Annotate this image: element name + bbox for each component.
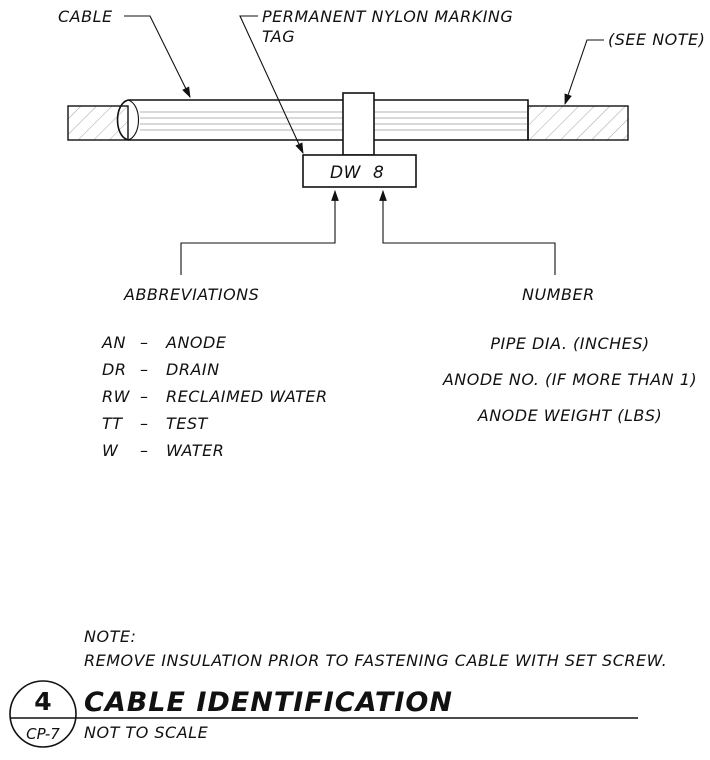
abbr-meaning: ANODE bbox=[165, 333, 227, 352]
scale-note: NOT TO SCALE bbox=[84, 723, 209, 742]
abbr-code: AN bbox=[101, 333, 126, 352]
tag-code-text: DW bbox=[330, 163, 362, 183]
abbr-dash: – bbox=[140, 333, 149, 352]
number-list: PIPE DIA. (INCHES) ANODE NO. (IF MORE TH… bbox=[442, 334, 697, 425]
tag-label-line1: PERMANENT NYLON MARKING bbox=[262, 7, 513, 26]
title-block: 4 CP-7 CABLE IDENTIFICATION NOT TO SCALE bbox=[9, 680, 638, 748]
see-note-leader bbox=[564, 39, 604, 106]
cable-leader bbox=[124, 15, 191, 98]
number-heading: NUMBER bbox=[522, 285, 595, 304]
tag-plate bbox=[302, 154, 417, 188]
detail-number: 4 bbox=[34, 687, 51, 716]
detail-bubble bbox=[9, 680, 77, 748]
tag-leader bbox=[239, 15, 304, 154]
abbr-code: DR bbox=[102, 360, 126, 379]
abbr-meaning: WATER bbox=[166, 441, 224, 460]
abbr-dash: – bbox=[140, 441, 149, 460]
note-block: NOTE: REMOVE INSULATION PRIOR TO FASTENI… bbox=[84, 627, 667, 670]
right-bare-conductor bbox=[527, 105, 629, 141]
abbr-dash: – bbox=[140, 387, 149, 406]
marking-tag: DW 8 bbox=[302, 92, 417, 188]
tag-label-line2: TAG bbox=[262, 27, 295, 46]
detail-title: CABLE IDENTIFICATION bbox=[84, 687, 453, 718]
abbr-dash: – bbox=[140, 360, 149, 379]
number-item: ANODE WEIGHT (LBS) bbox=[477, 406, 663, 425]
abbreviations-callout bbox=[180, 189, 339, 275]
tag-number-text: 8 bbox=[373, 163, 384, 183]
number-callout bbox=[379, 189, 556, 275]
number-item: PIPE DIA. (INCHES) bbox=[490, 334, 649, 353]
abbr-dash: – bbox=[140, 414, 149, 433]
insulated-cable bbox=[116, 99, 529, 141]
sheet-reference: CP-7 bbox=[26, 725, 60, 743]
note-text: REMOVE INSULATION PRIOR TO FASTENING CAB… bbox=[84, 651, 667, 670]
number-item: ANODE NO. (IF MORE THAN 1) bbox=[442, 370, 697, 389]
abbr-code: TT bbox=[102, 414, 123, 433]
tag-strap bbox=[342, 92, 375, 156]
note-heading: NOTE: bbox=[84, 627, 136, 646]
abbr-code: RW bbox=[102, 387, 131, 406]
abbreviation-list: AN – ANODE DR – DRAIN RW – RECLAIMED WAT… bbox=[101, 333, 328, 460]
abbr-code: W bbox=[102, 441, 119, 460]
abbr-meaning: RECLAIMED WATER bbox=[166, 387, 328, 406]
cable-label: CABLE bbox=[58, 7, 113, 26]
see-note-label: (SEE NOTE) bbox=[608, 30, 705, 49]
abbreviations-heading: ABBREVIATIONS bbox=[123, 285, 259, 304]
abbr-meaning: TEST bbox=[166, 414, 209, 433]
abbr-meaning: DRAIN bbox=[166, 360, 220, 379]
